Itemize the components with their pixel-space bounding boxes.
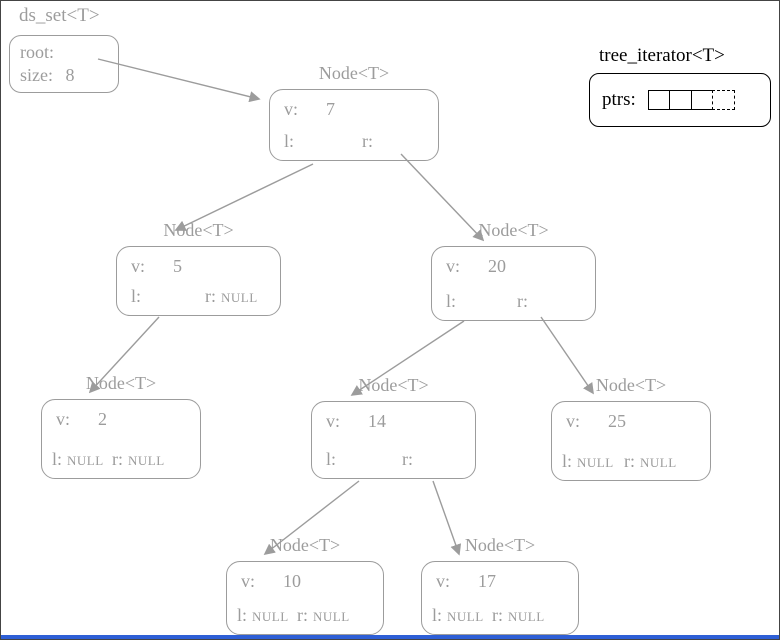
node-box: v: 5 l: r:NULL [116, 246, 281, 316]
left-null: NULL [67, 453, 104, 468]
right-null: NULL [221, 290, 258, 305]
tree-node-17: Node<T> v: 17 l:NULL r:NULL [421, 535, 579, 635]
node-pointer-row: l:NULL r:NULL [227, 605, 383, 627]
set-size-label: size: [20, 65, 53, 85]
node-type-label: Node<T> [163, 220, 234, 240]
node-value-row: v: 25 [552, 402, 710, 432]
node-pointer-row: l:NULL r:NULL [42, 449, 200, 471]
ptr-cell [647, 90, 671, 110]
tree-node-10: Node<T> v: 10 l:NULL r:NULL [226, 535, 384, 635]
v-label: v: [566, 411, 581, 431]
node-box: v: 17 l:NULL r:NULL [421, 561, 579, 635]
node-pointer-row: l: r: [270, 131, 438, 153]
tree-node-25: Node<T> v: 25 l:NULL r:NULL [551, 375, 711, 481]
node-value-row: v: 14 [312, 402, 475, 432]
left-pointer: l: [446, 291, 457, 311]
node-box: v: 10 l:NULL r:NULL [226, 561, 384, 635]
ptr-cell [669, 90, 693, 110]
left-pointer: l: [326, 449, 337, 469]
left-pointer: l:NULL [237, 605, 289, 625]
right-pointer: r:NULL [205, 286, 258, 306]
left-pointer: l: [131, 286, 142, 306]
node-value: 5 [173, 256, 183, 276]
set-root-label: root: [20, 42, 54, 62]
iterator-title: tree_iterator<T> [599, 45, 725, 66]
right-pointer: r:NULL [297, 605, 350, 625]
set-box: root: size: 8 [9, 35, 119, 93]
node-pointer-row: l:NULL r:NULL [552, 451, 710, 473]
node-box: v: 25 l:NULL r:NULL [551, 401, 711, 481]
v-label: v: [56, 409, 71, 429]
set-title: ds_set<T> [19, 5, 100, 26]
left-pointer: l:NULL [432, 605, 484, 625]
node-value: 7 [326, 99, 336, 119]
right-pointer: r:NULL [624, 451, 677, 471]
tree-node-7: Node<T> v: 7 l: r: [269, 63, 439, 161]
right-null: NULL [128, 453, 165, 468]
node-pointer-row: l: r:NULL [117, 286, 280, 308]
right-null: NULL [313, 609, 350, 624]
node-type-label: Node<T> [464, 535, 536, 555]
node-pointer-row: l:NULL r:NULL [422, 605, 578, 627]
bottom-edge-bar [1, 635, 779, 639]
node-box: v: 14 l: r: [311, 401, 476, 479]
left-pointer: l:NULL [562, 451, 614, 471]
tree-node-5: Node<T> v: 5 l: r:NULL [116, 220, 281, 316]
v-label: v: [436, 571, 451, 591]
left-pointer: l:NULL [52, 449, 104, 469]
node-value: 14 [368, 411, 387, 431]
node-type-label: Node<T> [269, 535, 341, 555]
set-size-value: 8 [65, 65, 75, 85]
right-pointer: r:NULL [112, 449, 165, 469]
node-value-row: v: 20 [432, 247, 595, 277]
left-null: NULL [447, 609, 484, 624]
node-box: v: 2 l:NULL r:NULL [41, 399, 201, 479]
right-pointer: r: [517, 291, 528, 311]
iterator-ptr-cells [647, 90, 736, 110]
iterator-ptrs-label: ptrs: [602, 89, 636, 110]
node-pointer-row: l: r: [312, 449, 475, 471]
node-value: 25 [608, 411, 627, 431]
right-pointer: r: [362, 131, 373, 151]
node-type-label: Node<T> [478, 220, 549, 240]
node-value-row: v: 17 [422, 562, 578, 592]
right-null: NULL [508, 609, 545, 624]
node-pointer-row: l: r: [432, 291, 595, 313]
node-value-row: v: 10 [227, 562, 383, 592]
v-label: v: [326, 411, 341, 431]
node-value: 17 [478, 571, 497, 591]
left-null: NULL [252, 609, 289, 624]
tree-node-14: Node<T> v: 14 l: r: [311, 375, 476, 479]
iterator-box: ptrs: [589, 73, 771, 127]
node-value-row: v: 2 [42, 400, 200, 430]
v-label: v: [284, 99, 299, 119]
node-value: 2 [98, 409, 108, 429]
right-pointer: r:NULL [492, 605, 545, 625]
node-type-label: Node<T> [318, 63, 390, 83]
node-value: 20 [488, 256, 507, 276]
tree-node-20: Node<T> v: 20 l: r: [431, 220, 596, 321]
right-pointer: r: [402, 449, 413, 469]
node-box: v: 20 l: r: [431, 246, 596, 321]
ptr-cell-dashed [712, 90, 736, 110]
v-label: v: [241, 571, 256, 591]
set-size-row: size: 8 [20, 64, 118, 87]
right-null: NULL [640, 455, 677, 470]
node-type-label: Node<T> [358, 375, 429, 395]
node-value-row: v: 5 [117, 247, 280, 277]
ptr-cell [690, 90, 714, 110]
node-value: 10 [283, 571, 302, 591]
v-label: v: [446, 256, 461, 276]
left-null: NULL [577, 455, 614, 470]
node-box: v: 7 l: r: [269, 89, 439, 161]
left-pointer: l: [284, 131, 295, 151]
node-type-label: Node<T> [595, 375, 667, 395]
tree-node-2: Node<T> v: 2 l:NULL r:NULL [41, 373, 201, 479]
edge-root-to-7 [97, 58, 261, 103]
node-value-row: v: 7 [270, 90, 438, 120]
v-label: v: [131, 256, 146, 276]
node-type-label: Node<T> [85, 373, 157, 393]
